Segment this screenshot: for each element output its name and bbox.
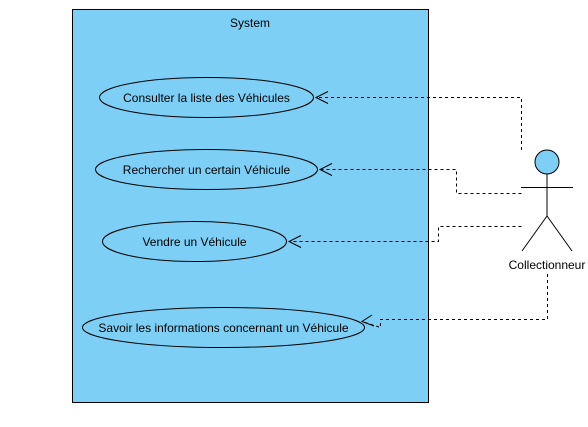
system-title: System [230, 16, 270, 30]
use-case-label: Rechercher un certain Véhicule [123, 163, 291, 177]
use-case-label: Consulter la liste des Véhicules [123, 91, 290, 105]
use-case-consulter[interactable]: Consulter la liste des Véhicules [99, 77, 314, 118]
use-case-ellipse [99, 77, 314, 118]
connector-rechercher[interactable] [318, 163, 522, 194]
actor-left-leg [521, 215, 548, 252]
stick-figure-icon [521, 149, 573, 252]
connector-vendre[interactable] [287, 226, 522, 248]
use-case-ellipse [82, 307, 365, 348]
use-case-ellipse [95, 149, 318, 190]
dashed-connector-line [289, 226, 522, 242]
connector-savoir[interactable] [360, 274, 548, 329]
use-case-savoir[interactable]: Savoir les informations concernant un Vé… [82, 307, 365, 348]
actor-head [534, 149, 560, 175]
dashed-connector-line [361, 274, 548, 329]
use-case-label: Vendre un Véhicule [142, 235, 246, 249]
actor-right-leg [546, 215, 573, 252]
connector-consulter[interactable] [314, 91, 522, 151]
use-case-label: Savoir les informations concernant un Vé… [98, 321, 348, 335]
use-case-ellipse [102, 221, 287, 262]
use-case-rechercher[interactable]: Rechercher un certain Véhicule [95, 149, 318, 190]
open-arrowhead-icon [318, 163, 333, 176]
use-case-vendre[interactable]: Vendre un Véhicule [102, 221, 287, 262]
open-arrowhead-icon [314, 91, 329, 104]
actor-name: Collectionneur [509, 258, 586, 272]
open-arrowhead-icon [360, 314, 375, 327]
actor-collectionneur[interactable]: Collectionneur [509, 149, 586, 272]
dashed-connector-line [320, 169, 522, 194]
open-arrowhead-icon [287, 235, 302, 248]
